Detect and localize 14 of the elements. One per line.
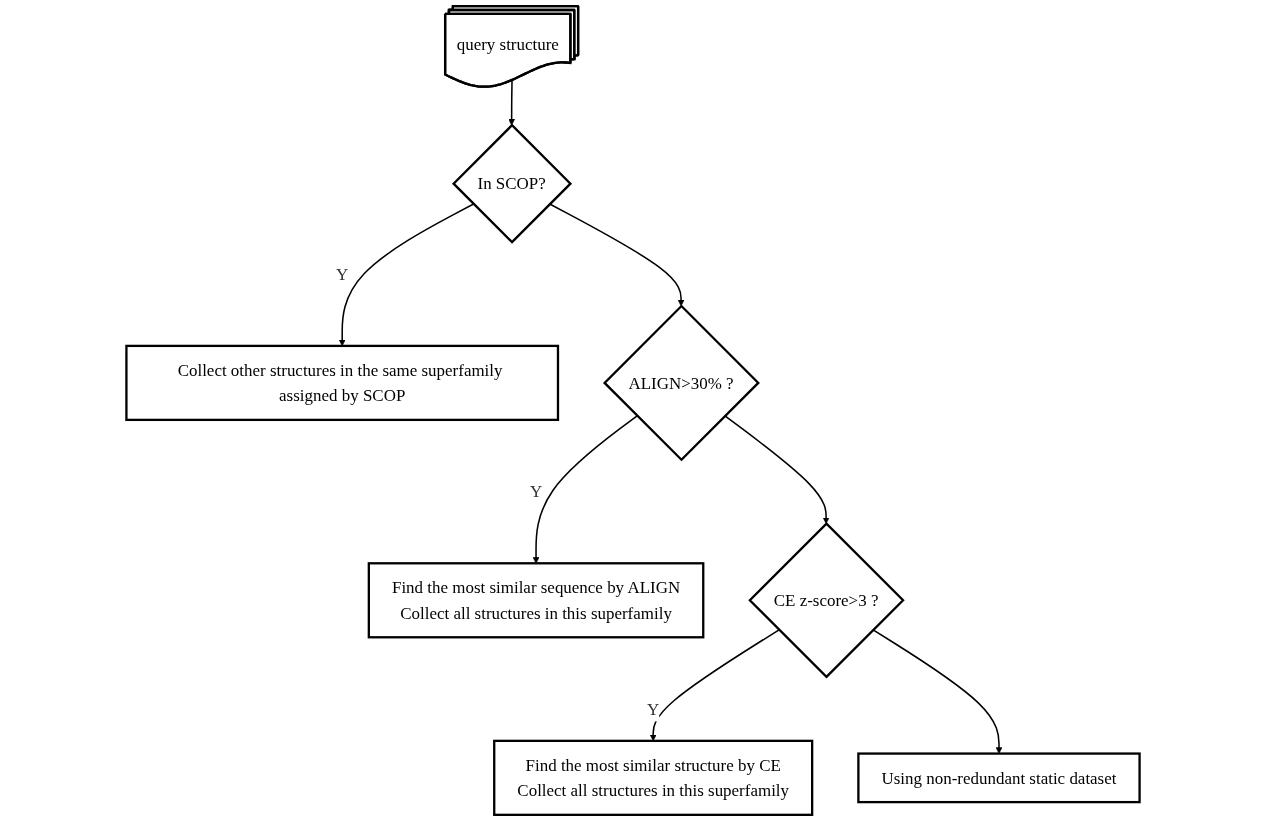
node-diamond: In SCOP? [451,123,573,244]
node-box: Using non-redundant static dataset [857,752,1141,804]
node-diamond: ALIGN>30% ? [602,304,760,462]
arrow [548,203,685,307]
arrow [872,629,1003,754]
edge-label: Y [336,264,349,284]
arrow [724,415,830,524]
node-box: Collect other structures in the same superfamily assigned by SCOP [125,344,560,422]
edge-label: Y [647,699,660,719]
arrow [532,415,638,564]
edge-label: Y [529,482,543,502]
node-diamond: CE z-score>3 ? [748,522,905,679]
node-box: Find the most similar sequence by ALIGN Collect all structures in this superfamily [367,562,705,639]
node-box: Find the most similar structure by CE Collect all structures in this superfamily [493,739,814,816]
